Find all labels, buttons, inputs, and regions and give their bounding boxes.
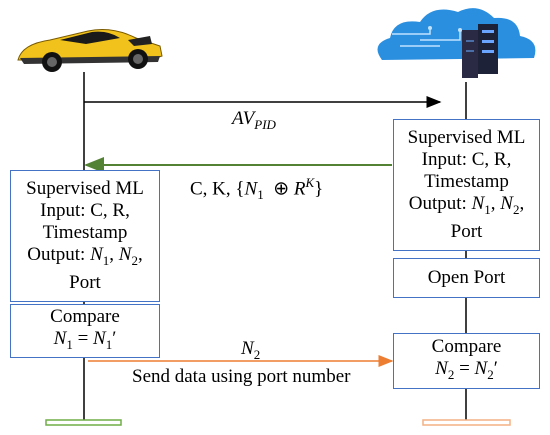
server-ml-input: Input: C, R, — [421, 149, 512, 171]
n2-label: N2 — [241, 338, 261, 362]
vehicle-compare-equation: N1 = N1′ — [53, 328, 117, 352]
challenge-label: C, K, {N1 ⊕ RK} — [190, 175, 324, 203]
vehicle-compare-title: Compare — [50, 306, 120, 328]
vehicle-ml-output-tail: Port — [69, 271, 101, 293]
vehicle-terminal — [45, 419, 122, 426]
server-ml-box: Supervised ML Input: C, R, Timestamp Out… — [393, 119, 540, 251]
sports-car-icon — [17, 29, 163, 72]
open-port-label: Open Port — [427, 267, 506, 288]
open-port-box: Open Port — [393, 258, 540, 298]
cloud-server-icon — [377, 8, 536, 78]
server-ml-output: Output: N1, N2, — [408, 193, 525, 217]
vehicle-ml-title: Supervised ML — [26, 178, 144, 200]
vehicle-ml-input: Input: C, R, — [40, 200, 130, 222]
server-terminal — [422, 419, 511, 426]
vehicle-ml-output: Output: N1, N2, — [27, 244, 143, 268]
server-ml-output-tail: Port — [450, 220, 483, 242]
server-compare-title: Compare — [431, 336, 502, 358]
vehicle-ml-box: Supervised ML Input: C, R, Timestamp Out… — [10, 170, 160, 302]
server-compare-equation: N2 = N2′ — [435, 358, 498, 382]
server-ml-input2: Timestamp — [424, 171, 509, 193]
vehicle-compare-box: Compare N1 = N1′ — [10, 304, 160, 358]
vehicle-ml-input2: Timestamp — [42, 222, 128, 244]
server-ml-title: Supervised ML — [407, 127, 526, 149]
send-data-label: Send data using port number — [132, 366, 351, 387]
server-compare-box: Compare N2 = N2′ — [393, 333, 540, 389]
av-pid-label: AVPID — [232, 108, 276, 132]
